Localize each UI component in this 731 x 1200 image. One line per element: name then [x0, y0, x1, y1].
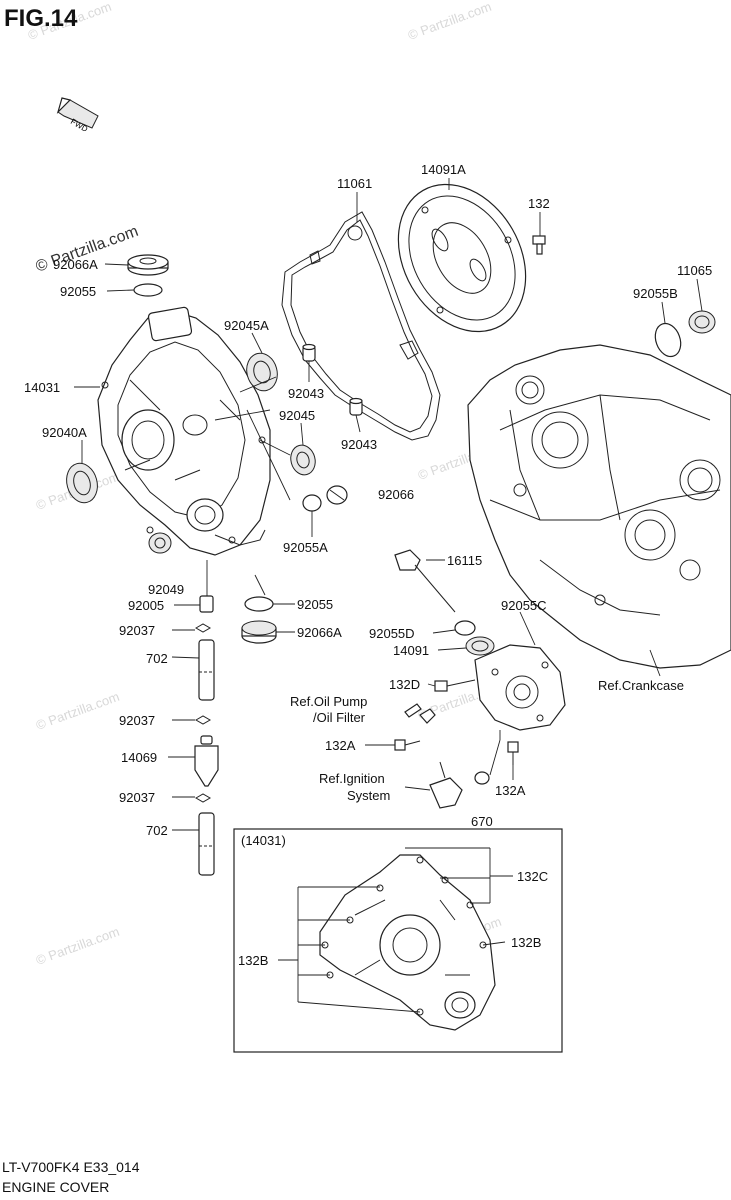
- label-92066A-mid: 92066A: [297, 625, 342, 640]
- oring-92055B: [654, 322, 682, 358]
- inset-cover: [319, 854, 496, 1031]
- oring-92055-mid: [244, 596, 274, 612]
- label-92055D: 92055D: [369, 626, 415, 641]
- label-132C: 132C: [517, 869, 548, 884]
- label-702-a: 702: [146, 651, 168, 666]
- label-132D: 132D: [389, 677, 420, 692]
- label-92045A: 92045A: [224, 318, 269, 333]
- ignition-ref: [429, 761, 490, 809]
- label-132A-b: 132A: [495, 783, 526, 798]
- dowel-92043-a: [302, 343, 316, 362]
- label-92037-c: 92037: [119, 790, 155, 805]
- label-ref-crankcase: Ref.Crankcase: [598, 678, 684, 693]
- seal-14091: [465, 636, 495, 656]
- bolt-132A-b: [507, 741, 519, 765]
- label-132B-right: 132B: [511, 935, 541, 950]
- bolt-132A-a: [394, 739, 421, 751]
- label-92040A: 92040A: [42, 425, 87, 440]
- label-132: 132: [528, 196, 550, 211]
- label-16115: 16115: [447, 553, 482, 568]
- label-oil-filter: /Oil Filter: [313, 710, 366, 725]
- oring-92055A: [302, 494, 322, 512]
- hose-assembly: [194, 595, 219, 876]
- label-ref-oil-pump: Ref.Oil Pump: [290, 694, 367, 709]
- label-92066: 92066: [378, 487, 414, 502]
- leader-lines: [74, 178, 703, 1013]
- crankcase: [467, 344, 731, 669]
- label-ignition-system: System: [347, 788, 390, 803]
- plug-92066: [326, 485, 348, 505]
- footer-code: LT-V700FK4 E33_014: [2, 1159, 140, 1175]
- dowel-92043-b: [349, 397, 363, 416]
- oring-92055D: [454, 620, 476, 636]
- label-92055-mid: 92055: [297, 597, 333, 612]
- footer-name: ENGINE COVER: [2, 1179, 109, 1195]
- watermark-text: © Partzilla.com: [406, 0, 493, 43]
- bearing-92045: [290, 444, 316, 476]
- cover-14091A: [397, 183, 527, 333]
- cap-11065: [688, 310, 716, 334]
- label-92055-top: 92055: [60, 284, 96, 299]
- label-14031: 14031: [24, 380, 60, 395]
- label-92066A-top: 92066A: [53, 257, 98, 272]
- label-92045: 92045: [279, 408, 315, 423]
- label-92043-a: 92043: [288, 386, 324, 401]
- engine-cover-14031: [97, 306, 271, 556]
- figure-title: FIG.14: [4, 5, 78, 32]
- label-132A-a: 132A: [325, 738, 356, 753]
- cover-670: [474, 644, 566, 731]
- seal-92045A: [246, 352, 278, 392]
- label-14091A: 14091A: [421, 162, 466, 177]
- label-11061: 11061: [337, 176, 372, 191]
- label-92049: 92049: [148, 582, 184, 597]
- cap-92066A-top: [127, 254, 169, 276]
- label-92043-b: 92043: [341, 437, 377, 452]
- fwd-arrow-icon: FWD: [56, 97, 99, 134]
- label-92055B: 92055B: [633, 286, 678, 301]
- cap-92066A-mid: [241, 620, 277, 644]
- label-132B-left: 132B: [238, 953, 268, 968]
- oil-pump-ref: [404, 703, 436, 724]
- label-702-b: 702: [146, 823, 168, 838]
- bolt-132: [532, 235, 546, 255]
- inset-label: (14031): [241, 833, 286, 848]
- label-11065: 11065: [677, 263, 712, 278]
- label-92055C: 92055C: [501, 598, 547, 613]
- label-ref-ignition: Ref.Ignition: [319, 771, 385, 786]
- label-92037-b: 92037: [119, 713, 155, 728]
- seal-92040A: [66, 462, 98, 504]
- label-92055A: 92055A: [283, 540, 328, 555]
- inset-box: [233, 828, 563, 1053]
- label-14091: 14091: [393, 643, 429, 658]
- label-14069: 14069: [121, 750, 157, 765]
- watermark-text: © Partzilla.com: [34, 689, 121, 733]
- label-92005: 92005: [128, 598, 164, 613]
- dipstick-16115: [394, 549, 456, 613]
- seal-92049: [148, 532, 172, 554]
- watermark-text: © Partzilla.com: [34, 924, 121, 968]
- label-670: 670: [471, 814, 493, 829]
- label-92037-a: 92037: [119, 623, 155, 638]
- part-labels: 11061 14091A 132 92066A 92055 11065 9205…: [24, 162, 712, 968]
- oring-92055-top: [133, 283, 163, 297]
- gasket-11061: [281, 211, 441, 441]
